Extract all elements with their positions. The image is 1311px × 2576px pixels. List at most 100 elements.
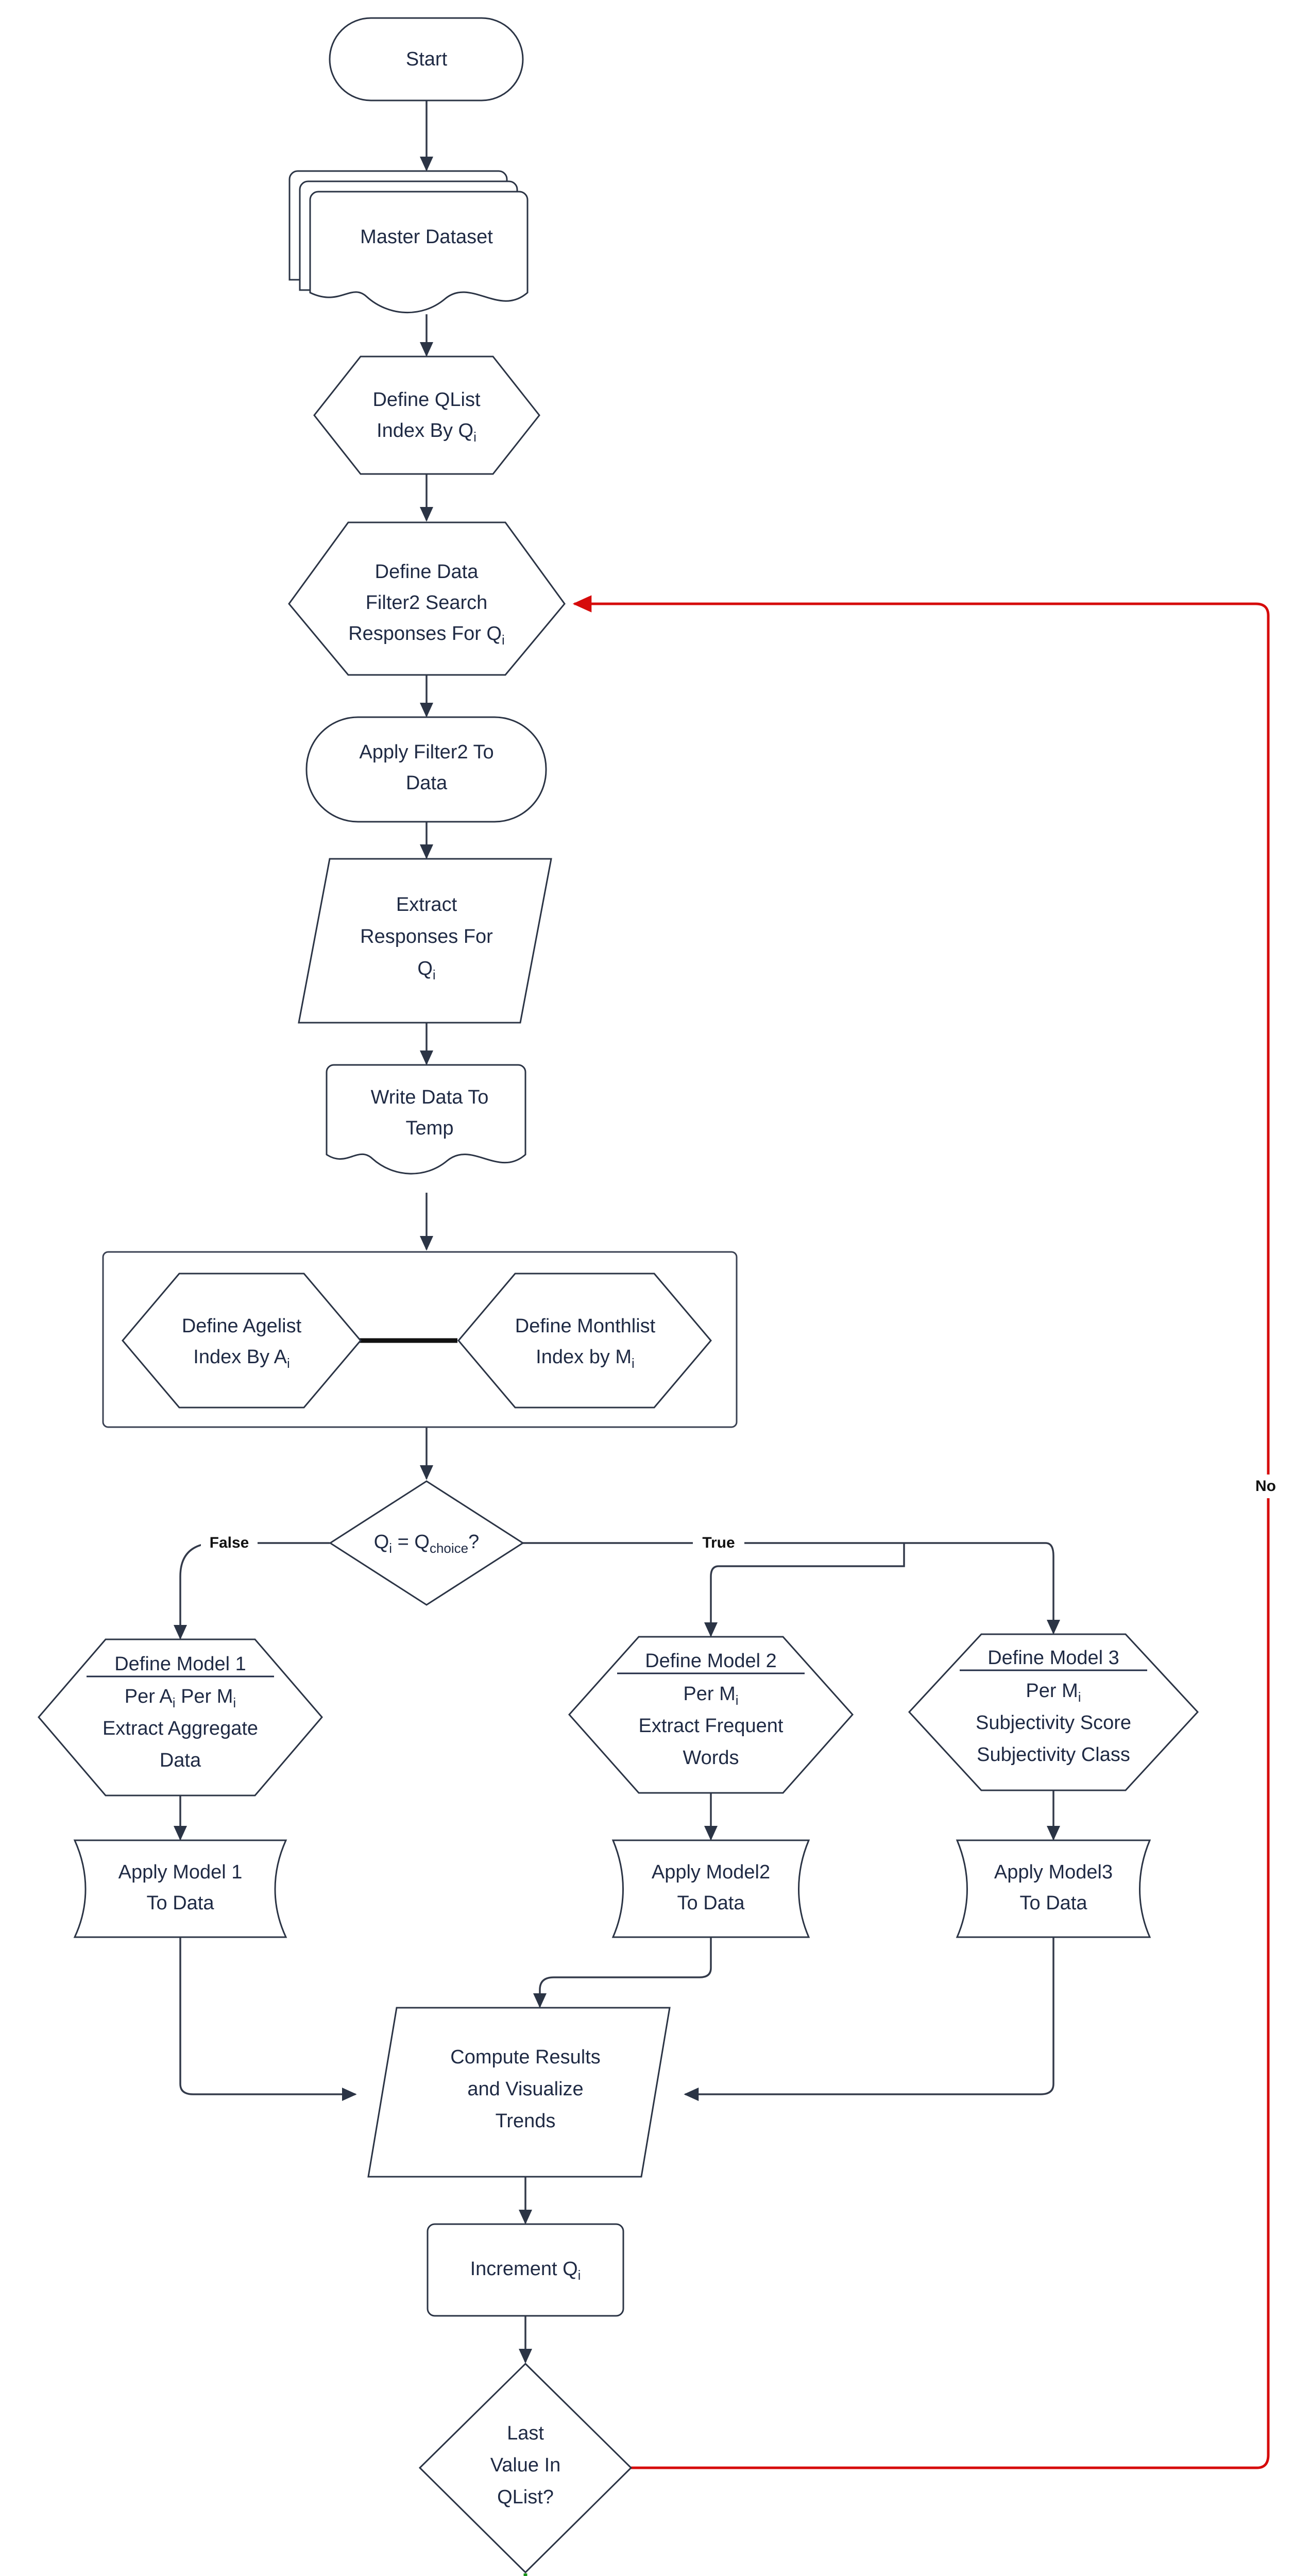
qchoice-q: Q (374, 1531, 389, 1553)
compute-line1: Compute Results (450, 2046, 600, 2068)
increment-rect (427, 2223, 624, 2317)
node-define-qlist[interactable]: Define QList Index By Qi (313, 355, 540, 475)
node-define-model2[interactable]: Define Model 2 Per Mi Extract Frequent W… (568, 1636, 854, 1794)
model3-title: Define Model 3 (987, 1647, 1119, 1669)
edge-apply1-to-compute (179, 1937, 357, 2102)
write-temp-doc (326, 1064, 526, 1175)
model1-hexagon (38, 1638, 323, 1797)
node-define-filter2[interactable]: Define Data Filter2 Search Responses For… (288, 521, 566, 676)
model2-line4: Words (683, 1747, 739, 1769)
extract-line3: Qi (417, 958, 435, 982)
apply-model1-shape (73, 1839, 287, 1938)
monthlist-line2: Index by Mi (536, 1346, 635, 1371)
node-increment-q[interactable]: Increment Qi (427, 2223, 624, 2317)
model3-line3: Subjectivity Score (976, 1712, 1131, 1734)
qchoice-qmark: ? (468, 1531, 479, 1553)
node-apply-model3[interactable]: Apply Model3 To Data (956, 1839, 1151, 1938)
node-qchoice-decision[interactable]: Qi = Qchoice? (329, 1480, 524, 1606)
edge-label-no: No (1255, 1478, 1276, 1495)
node-master-dataset[interactable]: Master Dataset (288, 170, 529, 313)
node-define-monthlist[interactable]: Define Monthlist Index by Mi (457, 1273, 712, 1409)
model2-title: Define Model 2 (645, 1650, 777, 1672)
write-temp-line2: Temp (406, 1117, 454, 1139)
apply-model2-line2: To Data (677, 1892, 745, 1914)
node-apply-model2[interactable]: Apply Model2 To Data (611, 1839, 810, 1938)
model1-m-sub: i (233, 1695, 236, 1710)
apply-model1-line2: To Data (147, 1892, 215, 1914)
model2-per-m: Per M (683, 1683, 735, 1705)
qlist-line2: Index By Qi (377, 420, 476, 445)
qlist-hexagon (313, 355, 540, 475)
apply-model3-line2: To Data (1020, 1892, 1088, 1914)
extract-line3-main: Q (417, 958, 433, 979)
extract-line3-sub: i (433, 967, 436, 982)
increment-main: Increment Q (470, 2258, 578, 2280)
qlist-line1: Define QList (372, 389, 481, 411)
node-lastvalue-decision[interactable]: Last Value In QList? (418, 2362, 633, 2574)
edge-apply2-to-compute (533, 1937, 712, 2008)
qchoice-diamond (329, 1480, 524, 1606)
model3-line2: Per Mi (1026, 1680, 1081, 1705)
filter2-hexagon (288, 521, 566, 676)
agelist-line2-main: Index By A (193, 1346, 287, 1368)
edge-label-true: True (702, 1534, 735, 1551)
qchoice-eq: = Q (392, 1531, 430, 1553)
node-define-agelist[interactable]: Define Agelist Index By Ai (122, 1273, 362, 1409)
edge-true-to-model2 (704, 1543, 905, 1637)
false-label-bg (201, 1531, 258, 1555)
filter2-line1: Define Data (375, 561, 479, 583)
model1-a-sub: i (173, 1695, 176, 1710)
node-extract-responses[interactable]: Extract Responses For Qi (298, 858, 552, 1024)
filter2-line2: Filter2 Search (366, 592, 488, 614)
apply-filter2-line2: Data (406, 772, 448, 794)
qlist-line2-main: Index By Q (377, 420, 473, 442)
model2-hexagon (568, 1636, 854, 1794)
apply-model3-line1: Apply Model3 (994, 1861, 1113, 1883)
filter2-line3-sub: i (502, 632, 505, 648)
start-label: Start (406, 48, 448, 70)
model2-m-sub: i (736, 1692, 739, 1708)
lastvalue-line1: Last (507, 2422, 544, 2444)
qlist-line2-sub: i (473, 429, 476, 445)
model1-title: Define Model 1 (114, 1653, 246, 1675)
edge-apply3-to-compute (684, 1937, 1054, 2102)
node-write-temp[interactable]: Write Data To Temp (326, 1064, 526, 1175)
start-shape (329, 17, 524, 101)
qchoice-choice: choice (430, 1540, 468, 1556)
node-apply-model1[interactable]: Apply Model 1 To Data (73, 1839, 287, 1938)
apply-model3-shape (956, 1839, 1151, 1938)
node-start[interactable]: Start (329, 17, 524, 101)
agelist-line2-sub: i (287, 1355, 290, 1371)
model1-line3: Extract Aggregate (103, 1718, 258, 1739)
agelist-line2: Index By Ai (193, 1346, 290, 1371)
apply-model2-line1: Apply Model2 (652, 1861, 770, 1883)
extract-line2: Responses For (360, 926, 493, 947)
model3-hexagon (908, 1633, 1199, 1791)
node-define-model3[interactable]: Define Model 3 Per Mi Subjectivity Score… (908, 1633, 1199, 1791)
lastvalue-diamond (418, 2362, 633, 2574)
extract-parallelogram (298, 858, 552, 1024)
no-label-bg (1242, 1475, 1294, 1498)
monthlist-line2-main: Index by M (536, 1346, 632, 1368)
lastvalue-line2: Value In (490, 2454, 561, 2476)
apply-filter2-line1: Apply Filter2 To (359, 741, 493, 763)
increment-sub: i (578, 2267, 581, 2283)
apply-filter2-shape (305, 716, 547, 823)
model1-line4: Data (160, 1750, 201, 1771)
agelist-hexagon (122, 1273, 362, 1409)
apply-model1-line1: Apply Model 1 (118, 1861, 243, 1883)
monthlist-line2-sub: i (632, 1355, 635, 1371)
edge-true-to-model3 (904, 1542, 1061, 1635)
node-compute-results[interactable]: Compute Results and Visualize Trends (367, 2007, 671, 2178)
edge-label-false: False (210, 1534, 249, 1551)
monthlist-hexagon (457, 1273, 712, 1409)
node-apply-filter2[interactable]: Apply Filter2 To Data (305, 716, 547, 823)
node-define-model1[interactable]: Define Model 1 Per Ai Per Mi Extract Agg… (38, 1638, 323, 1797)
lastvalue-line3: QList? (497, 2486, 554, 2508)
model2-line2: Per Mi (683, 1683, 738, 1708)
filter2-line3-main: Responses For Q (348, 623, 502, 645)
apply-model2-shape (611, 1839, 810, 1938)
master-doc-front (309, 191, 529, 313)
